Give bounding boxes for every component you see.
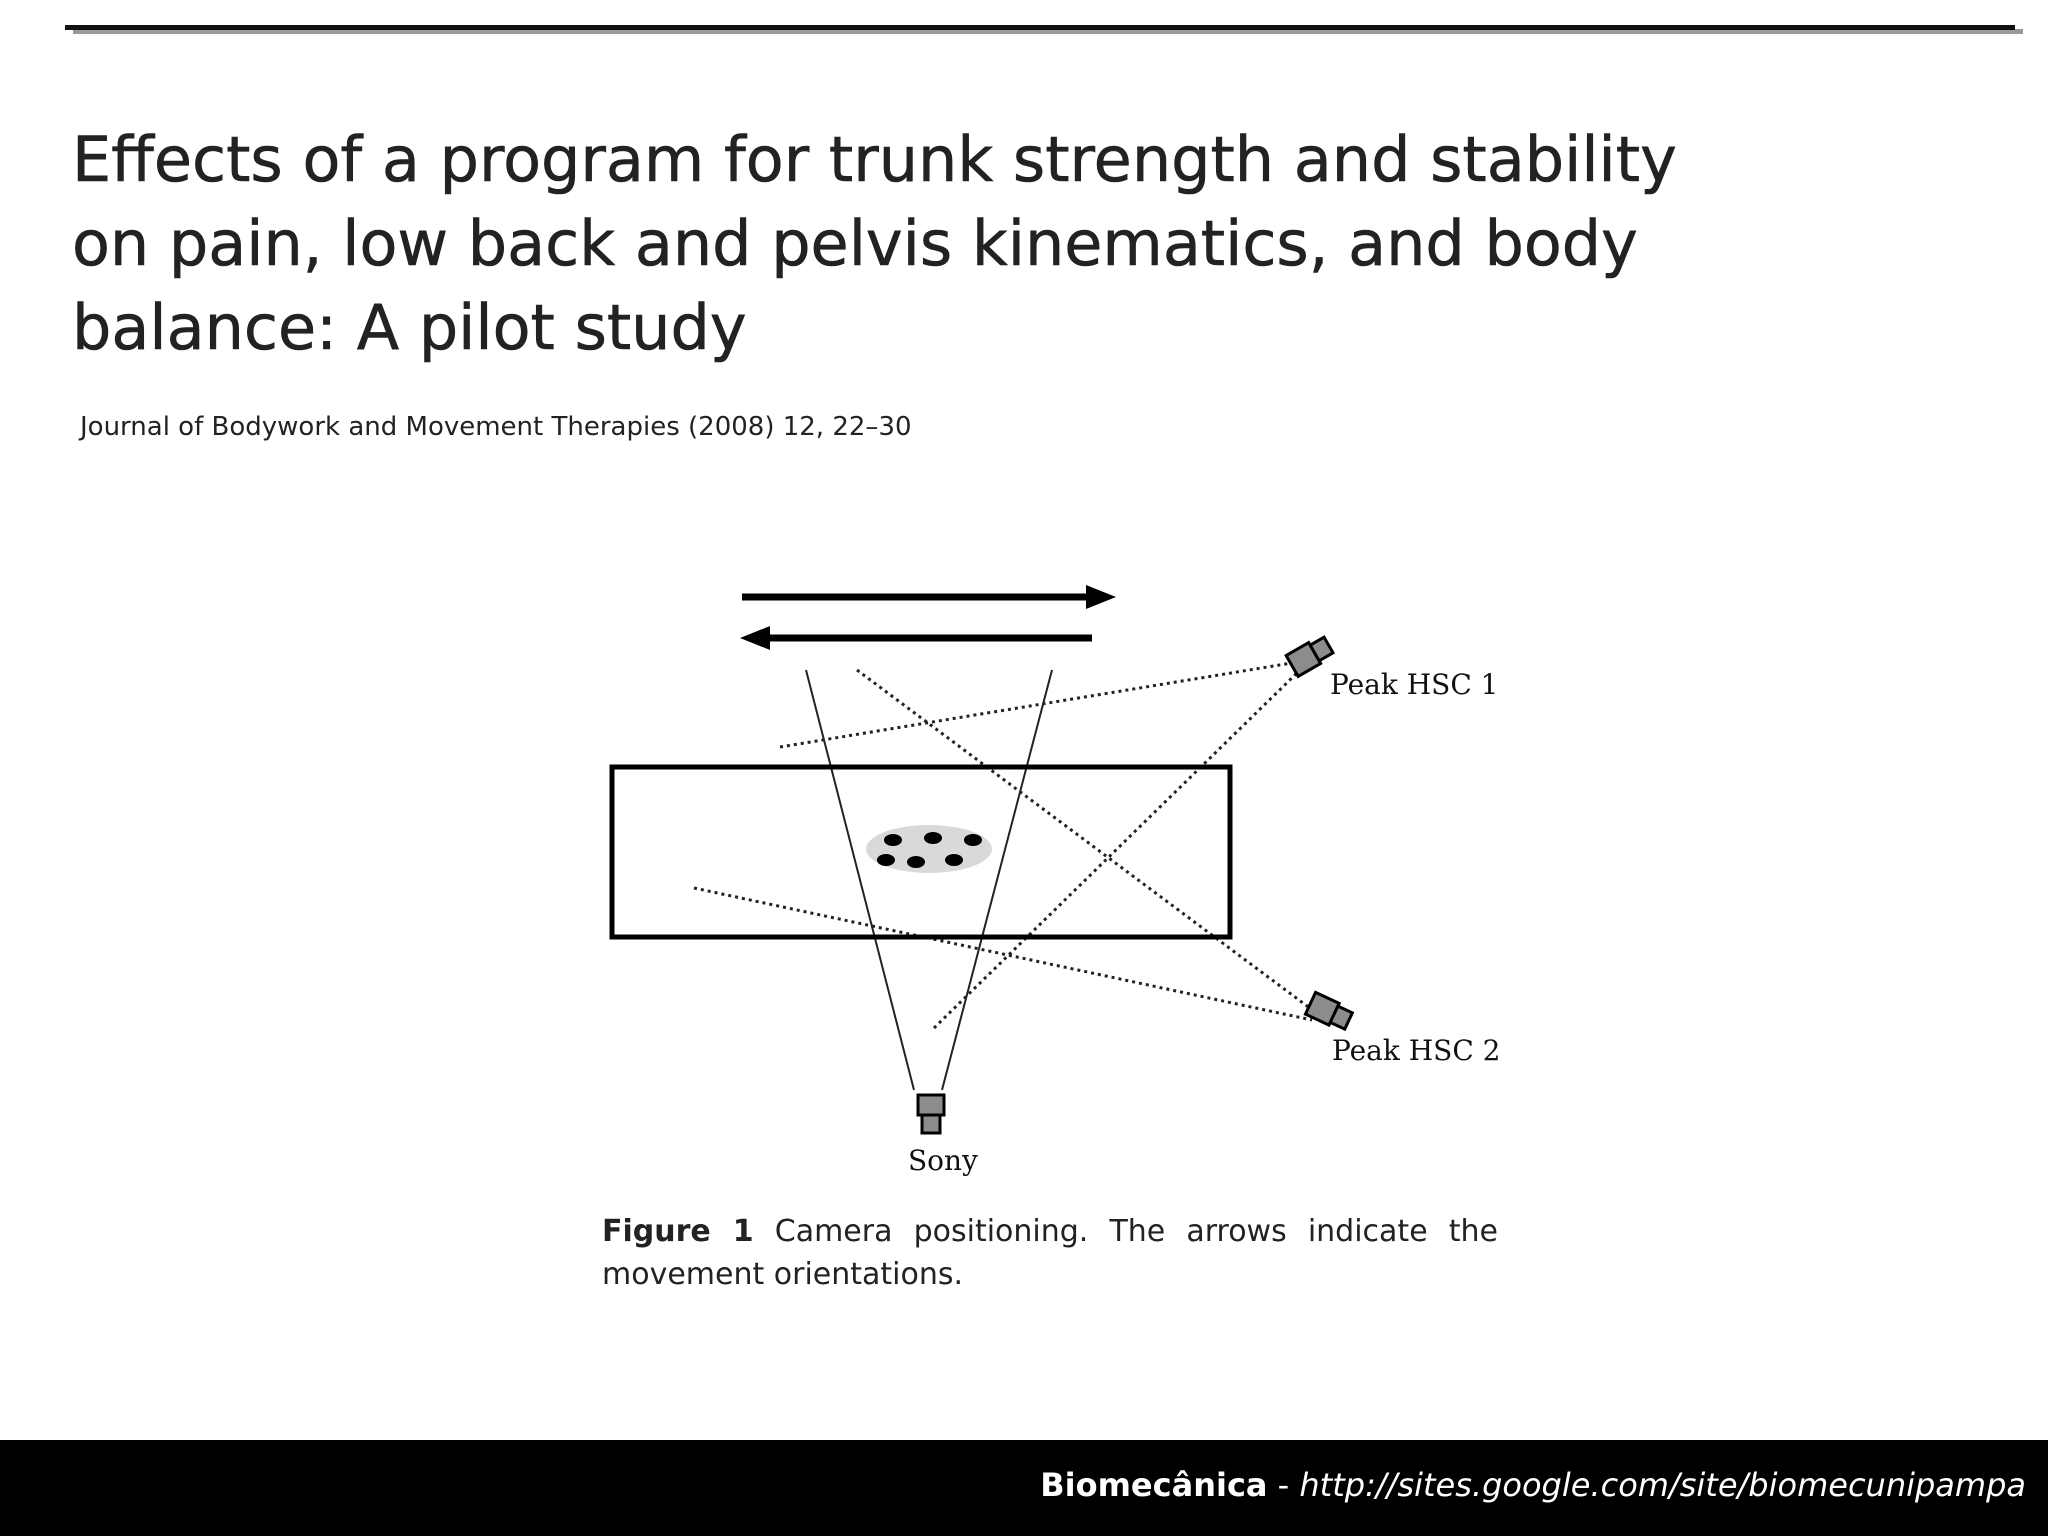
caption-line-1: Figure 1 Camera positioning. The arrows … (602, 1210, 1498, 1253)
camera-setup-diagram: Peak HSC 1 Peak HSC 2 Sony (609, 585, 1500, 1177)
arrow-left-icon (740, 626, 1092, 650)
hsc1-view-line-bottom (932, 668, 1302, 1030)
sony-view-line-right (941, 669, 1053, 1091)
camera-label-peak-hsc-2: Peak HSC 2 (1332, 1034, 1500, 1067)
footer-separator: - (1277, 1466, 1290, 1504)
walkway-rectangle (609, 764, 1233, 940)
title-line-2: on pain, low back and pelvis kinematics,… (72, 207, 1638, 281)
caption-line-1-text: Camera positioning. The arrows indicate … (774, 1214, 1498, 1249)
footer-url-link[interactable]: http://sites.google.com/site/biomecunipa… (1299, 1466, 2026, 1504)
camera-icon (1284, 635, 1336, 679)
hsc2-view-line-top (856, 668, 1316, 1014)
arrow-right-icon (742, 585, 1116, 609)
title-line-3: balance: A pilot study (72, 291, 747, 365)
hsc2-view-line-bottom (693, 886, 1313, 1022)
top-rule (65, 25, 2015, 30)
caption-figure-label: Figure 1 (602, 1214, 754, 1249)
hsc1-view-line-top (779, 660, 1299, 749)
sony-view-line-left (805, 669, 915, 1091)
figure-caption: Figure 1 Camera positioning. The arrows … (602, 1210, 1498, 1296)
journal-citation: Journal of Bodywork and Movement Therapi… (80, 412, 912, 442)
camera-setup-figure: Peak HSC 1 Peak HSC 2 Sony (590, 570, 1520, 1190)
footer-text: Biomecânica - http://sites.google.com/si… (1040, 1466, 2026, 1504)
caption-line-2: movement orientations. (602, 1257, 964, 1292)
title-line-1: Effects of a program for trunk strength … (72, 123, 1677, 197)
marker-zone (866, 825, 992, 873)
footer-bar: Biomecânica - http://sites.google.com/si… (0, 1440, 2048, 1536)
camera-label-peak-hsc-1: Peak HSC 1 (1330, 668, 1498, 701)
footer-brand: Biomecânica (1040, 1466, 1268, 1504)
camera-label-sony: Sony (908, 1144, 978, 1177)
camera-icon (1303, 990, 1355, 1032)
camera-icon (916, 1093, 946, 1135)
slide-title: Effects of a program for trunk strength … (72, 118, 1972, 370)
